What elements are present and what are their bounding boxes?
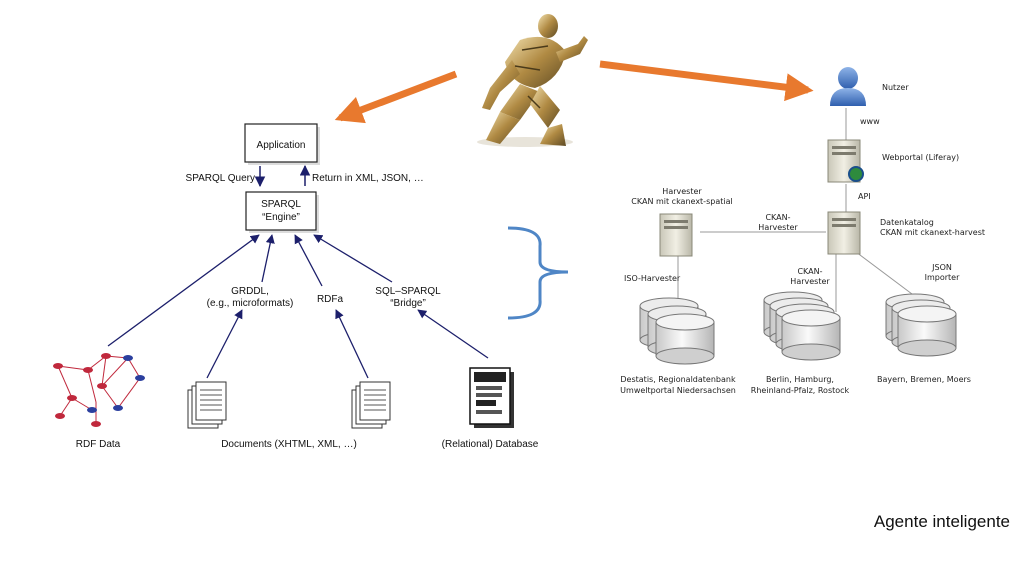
arrow-to-application [334, 70, 458, 124]
bridge-label-line1: SQL–SPARQL [375, 286, 441, 297]
datenkatalog-server-icon [827, 211, 861, 255]
database-stack-right [885, 293, 957, 357]
datenkatalog-label-line2: CKAN mit ckanext-harvest [880, 228, 985, 237]
ckan-harvester-top-line1: CKAN- [765, 213, 790, 222]
db-to-bridge-arrow [417, 309, 489, 359]
harvester-server-icon [659, 213, 693, 257]
db-right-label: Bayern, Bremen, Moers [877, 375, 971, 384]
rdf-to-engine-arrow [107, 234, 260, 347]
webportal-label: Webportal (Liferay) [882, 153, 959, 162]
rdf-data-label: RDF Data [76, 439, 121, 450]
caption-agente-inteligente: Agente inteligente [873, 512, 1010, 531]
user-icon [830, 67, 866, 106]
rdf-graph-icon [53, 353, 145, 427]
harvester-label-line2: CKAN mit ckanext-spatial [631, 197, 732, 206]
db-middle-label-line2: Rheinland-Pfalz, Rostock [751, 386, 850, 395]
sparql-engine-box [245, 191, 317, 231]
json-importer-line1: JSON [931, 263, 952, 272]
harvester-label-line1: Harvester [662, 187, 702, 196]
robot-agent-image [477, 14, 588, 147]
webportal-server-icon [827, 139, 864, 183]
application-label: Application [257, 140, 306, 151]
ckan-portal-diagram: Nutzer www Webportal (Liferay) API Daten… [620, 67, 985, 395]
doc-to-grddl-arrow [206, 309, 243, 379]
db-left-label-line2: Umweltportal Niedersachsen [620, 386, 736, 395]
document-icon-right [351, 381, 391, 429]
database-stack-left [639, 297, 715, 365]
rdfa-to-engine-arrow [294, 234, 323, 287]
rdfa-label: RDFa [317, 294, 344, 305]
bridge-to-engine-arrow [313, 234, 393, 283]
grddl-to-engine-arrow [261, 234, 275, 283]
documents-label: Documents (XHTML, XML, …) [221, 439, 357, 450]
iso-harvester-label: ISO-Harvester [624, 274, 681, 283]
curly-brace [507, 226, 569, 320]
return-label: Return in XML, JSON, … [312, 173, 424, 184]
datenkatalog-label-line1: Datenkatalog [880, 218, 934, 227]
nutzer-label: Nutzer [882, 83, 909, 92]
doc-to-rdfa-arrow [335, 309, 369, 379]
db-middle-label-line1: Berlin, Hamburg, [766, 375, 834, 384]
database-label: (Relational) Database [442, 439, 539, 450]
engine-label-line2: “Engine” [262, 212, 300, 223]
ckan-harvester-mid-line1: CKAN- [797, 267, 822, 276]
database-stack-middle [763, 291, 841, 361]
database-icon [469, 367, 514, 428]
grddl-label-line1: GRDDL, [231, 286, 269, 297]
ckan-harvester-mid-line2: Harvester [790, 277, 830, 286]
arrow-to-portal [599, 60, 814, 102]
www-label: www [860, 117, 880, 126]
sparql-query-label: SPARQL Query [186, 173, 255, 184]
document-icon-left [187, 381, 227, 429]
db-left-label-line1: Destatis, Regionaldatenbank [620, 375, 736, 384]
bridge-label-line2: “Bridge” [390, 298, 426, 309]
grddl-label-line2: (e.g., microformats) [207, 298, 294, 309]
json-importer-line2: Importer [925, 273, 960, 282]
ckan-harvester-top-line2: Harvester [758, 223, 798, 232]
api-label: API [858, 192, 871, 201]
semantic-web-diagram: Application SPARQL Query Return in XML, … [53, 123, 539, 450]
engine-label-line1: SPARQL [261, 199, 301, 210]
